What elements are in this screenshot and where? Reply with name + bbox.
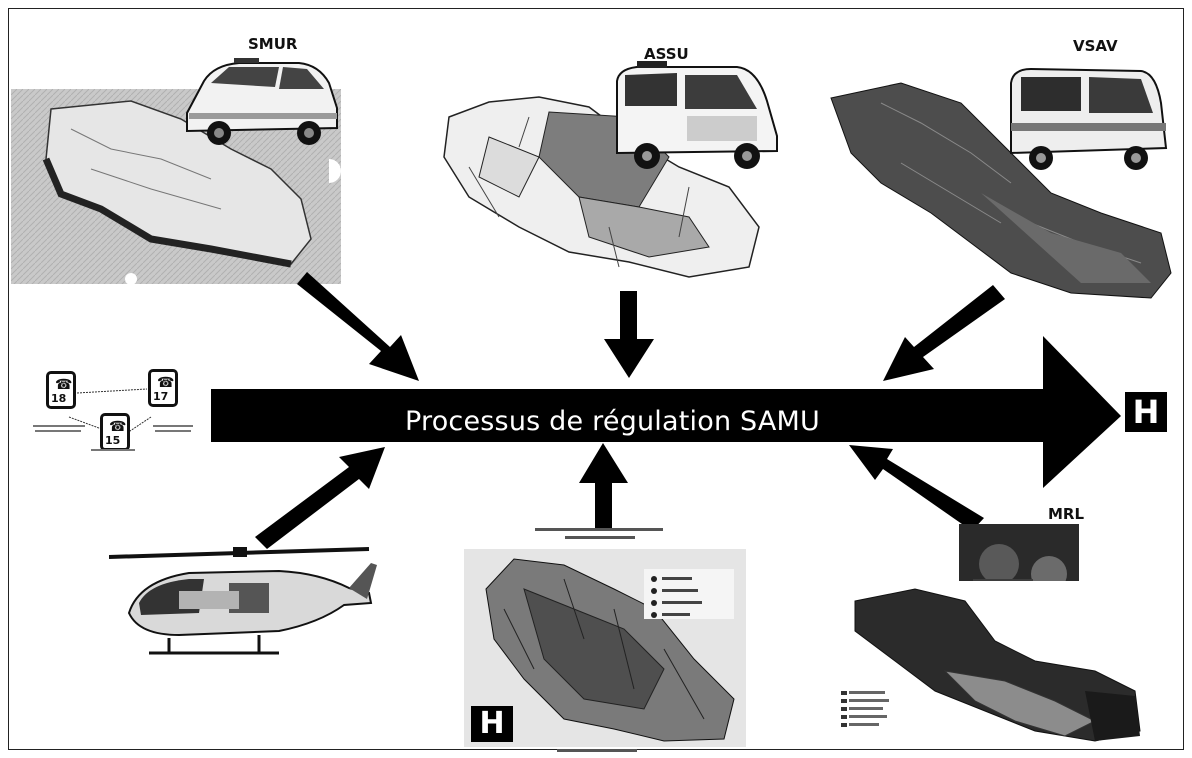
bottom-map xyxy=(464,549,746,747)
phone-17-number: 17 xyxy=(153,390,169,403)
phone-18-number: 18 xyxy=(51,392,67,405)
phone-handset-icon: ☎ xyxy=(109,418,127,434)
feeder-arrows xyxy=(255,272,1005,549)
smur-vehicle-image xyxy=(186,58,338,145)
mrl-map xyxy=(835,581,1147,749)
arrow-from-assu xyxy=(604,291,654,378)
helicopter-image xyxy=(109,547,377,655)
phone-17: ☎ 17 xyxy=(148,369,178,407)
diagram-frame: SMUR ASSU xyxy=(8,8,1184,752)
bottom-map-caption-mark xyxy=(557,749,637,752)
vsav-vehicle-image xyxy=(1010,67,1168,170)
process-title: Processus de régulation SAMU xyxy=(405,406,821,437)
arrow-from-helicopter xyxy=(255,447,385,549)
bottom-map-title-marks xyxy=(535,528,663,539)
arrow-from-mrl xyxy=(849,445,984,531)
smur-label: SMUR xyxy=(248,35,298,53)
arrow-from-smur xyxy=(297,272,419,381)
hospital-sign-bottom-map: H xyxy=(471,706,513,742)
arrow-from-bottom-map xyxy=(579,443,628,528)
phone-18: ☎ 18 xyxy=(46,371,76,409)
smur-map xyxy=(11,89,341,284)
hospital-sign-right: H xyxy=(1125,392,1167,432)
phone-15-number: 15 xyxy=(105,434,121,447)
phone-caption-marks xyxy=(33,425,193,451)
phone-handset-icon: ☎ xyxy=(55,376,73,392)
vsav-label: VSAV xyxy=(1073,37,1118,55)
process-arrow xyxy=(211,336,1121,488)
assu-vehicle-image xyxy=(616,61,778,169)
arrow-from-vsav xyxy=(883,285,1005,381)
mrl-label: MRL xyxy=(1048,505,1085,523)
phone-handset-icon: ☎ xyxy=(157,374,175,390)
phone-15: ☎ 15 xyxy=(100,413,130,451)
assu-label: ASSU xyxy=(644,45,689,63)
